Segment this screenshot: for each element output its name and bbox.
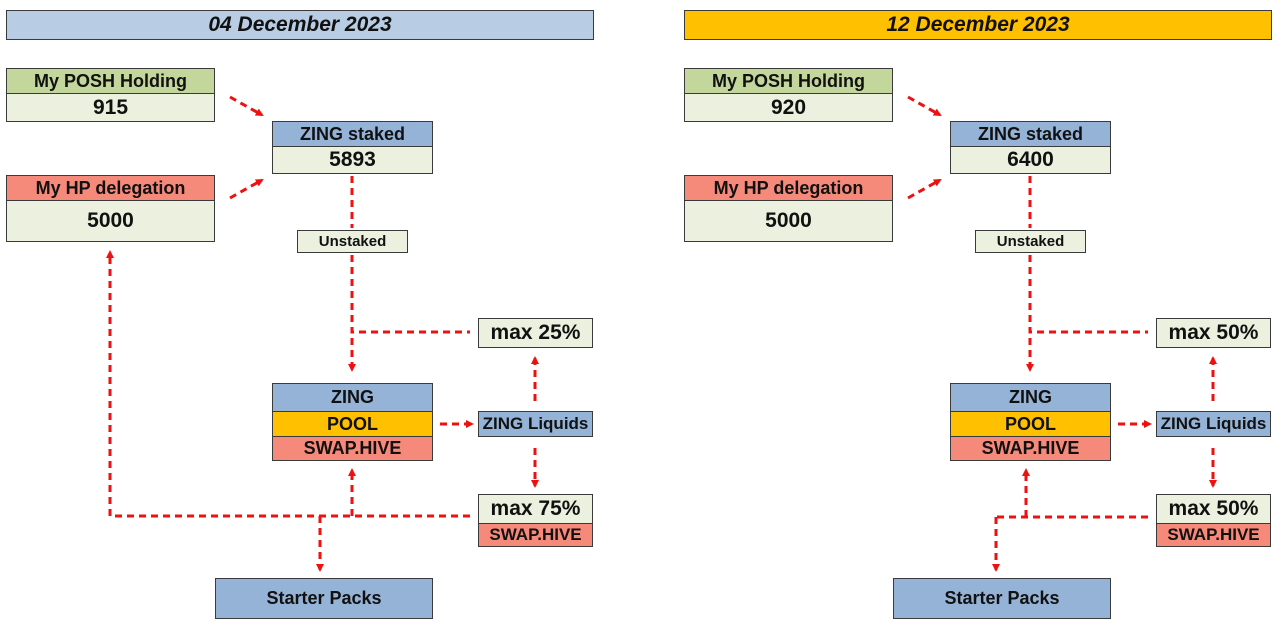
flow-arrows: [907, 95, 1217, 572]
date-banner: 12 December 2023: [684, 10, 1272, 40]
arrow-unstaked-to-pool: [1028, 255, 1148, 334]
zing-liquids-box: ZING Liquids: [478, 411, 593, 437]
posh-holding-value: 915: [6, 93, 215, 122]
pool-swap-hive: SWAP.HIVE: [950, 436, 1111, 461]
unstaked-label: Unstaked: [297, 230, 408, 253]
zing-liquids-box: ZING Liquids: [1156, 411, 1271, 437]
pool-label: POOL: [272, 411, 433, 437]
hp-delegation-value: 5000: [6, 200, 215, 242]
pool-zing: ZING: [950, 383, 1111, 412]
arrow-holding-to-staked: [907, 95, 942, 117]
arrow-unstaked-to-pool: [350, 255, 470, 334]
flow-arrows: [106, 95, 539, 572]
starter-packs-box: Starter Packs: [893, 578, 1111, 619]
panel-left: 04 December 2023 My POSH Holding 915 My …: [6, 10, 594, 619]
zing-staked-value: 5893: [272, 146, 433, 174]
max-bottom-swap-hive: SWAP.HIVE: [478, 523, 593, 547]
starter-packs-box: Starter Packs: [215, 578, 433, 619]
hp-delegation-label: My HP delegation: [684, 175, 893, 201]
zing-staked-label: ZING staked: [950, 121, 1111, 147]
max-bottom-box: max 50%: [1156, 494, 1271, 524]
unstaked-label: Unstaked: [975, 230, 1086, 253]
max-top-box: max 25%: [478, 318, 593, 348]
arrow-delegation-to-staked: [229, 178, 264, 200]
pool-swap-hive: SWAP.HIVE: [272, 436, 433, 461]
date-banner: 04 December 2023: [6, 10, 594, 40]
arrow-holding-to-staked: [229, 95, 264, 117]
zing-staked-value: 6400: [950, 146, 1111, 174]
arrow-max-bottom-back-to-delegation: [106, 250, 470, 518]
zing-staked-label: ZING staked: [272, 121, 433, 147]
max-bottom-box: max 75%: [478, 494, 593, 524]
max-bottom-swap-hive: SWAP.HIVE: [1156, 523, 1271, 547]
hp-delegation-value: 5000: [684, 200, 893, 242]
panel-right: 12 December 2023 My POSH Holding 920 My …: [678, 0, 1280, 631]
max-top-box: max 50%: [1156, 318, 1271, 348]
posh-holding-value: 920: [684, 93, 893, 122]
arrow-delegation-to-staked: [907, 178, 942, 200]
